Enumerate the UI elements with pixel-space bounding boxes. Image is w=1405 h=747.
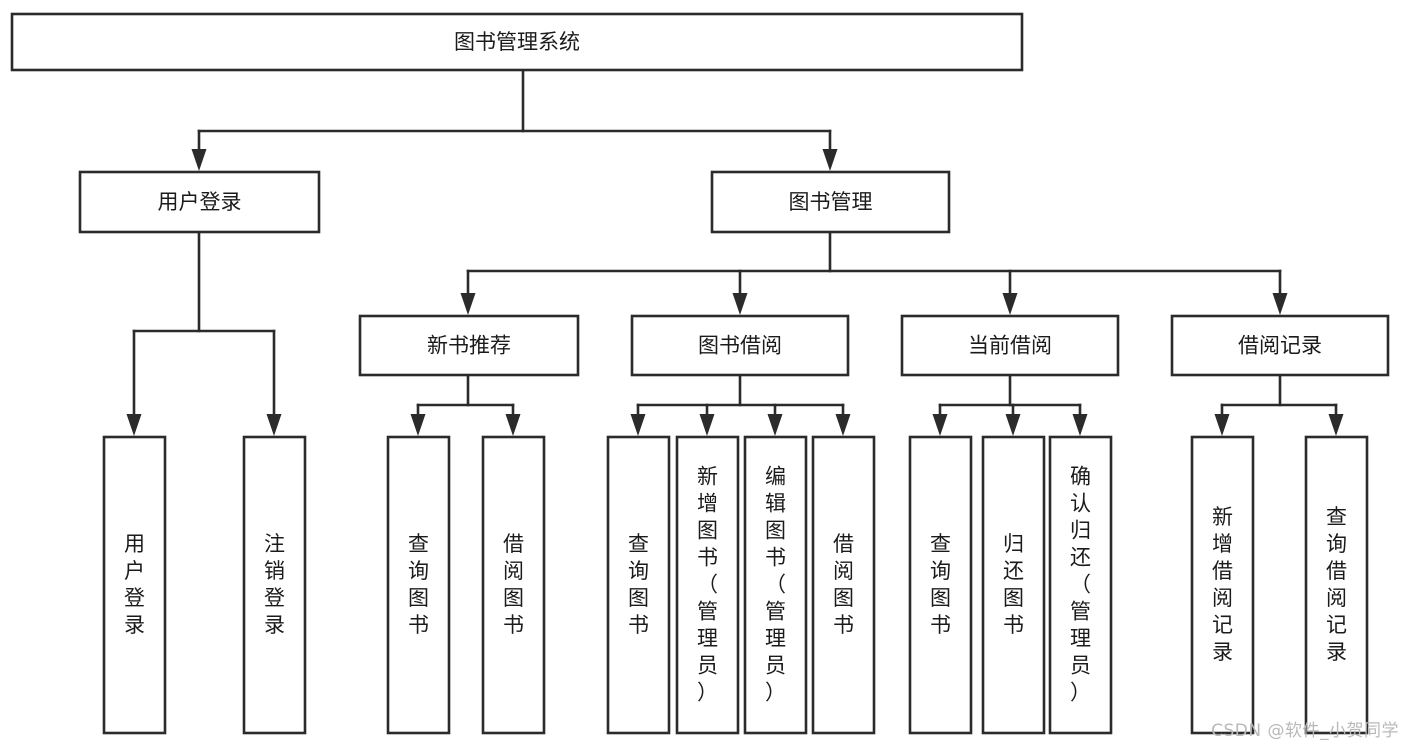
node-leaf-confirm-return-admin[interactable]: 确认归还（管理员） xyxy=(1048,435,1113,735)
node-box-leaf-logout-login[interactable] xyxy=(242,435,307,735)
arrow-head-icon xyxy=(822,149,838,171)
connector-layer xyxy=(126,68,1344,436)
arrow-head-icon xyxy=(630,414,646,436)
node-label-leaf-query-book-borrow: 查询图书 xyxy=(628,532,649,637)
node-box-current-borrow[interactable] xyxy=(900,314,1120,377)
node-box-book-borrow[interactable] xyxy=(630,314,850,377)
node-label-book-management: 图书管理 xyxy=(789,190,873,214)
connector-book-borrow-to-leaves xyxy=(630,373,851,436)
node-label-new-book-recommend: 新书推荐 xyxy=(427,334,511,358)
node-leaf-add-book-admin[interactable]: 新增图书（管理员） xyxy=(675,435,740,735)
node-user-login[interactable]: 用户登录 xyxy=(78,170,321,234)
node-label-book-borrow: 图书借阅 xyxy=(698,334,782,358)
node-label-leaf-query-borrow-record: 查询借阅记录 xyxy=(1326,505,1347,664)
node-label-leaf-add-book-admin: 新增图书（管理员） xyxy=(697,465,718,705)
connector-borrow-record-to-leaves xyxy=(1214,373,1344,436)
arrow-head-icon xyxy=(699,414,715,436)
arrow-head-icon xyxy=(191,149,207,171)
node-label-leaf-user-login: 用户登录 xyxy=(124,532,145,637)
node-leaf-add-borrow-record[interactable]: 新增借阅记录 xyxy=(1190,435,1255,735)
arrow-head-icon xyxy=(126,414,142,436)
node-book-management[interactable]: 图书管理 xyxy=(710,170,951,234)
node-box-leaf-query-book-current[interactable] xyxy=(908,435,973,735)
node-box-leaf-user-login[interactable] xyxy=(102,435,167,735)
arrow-head-icon xyxy=(767,414,783,436)
node-borrow-record[interactable]: 借阅记录 xyxy=(1170,314,1390,377)
node-leaf-return-book[interactable]: 归还图书 xyxy=(981,435,1046,735)
node-box-new-book-recommend[interactable] xyxy=(358,314,580,377)
csdn-watermark: CSDN @软件_小贺同学 xyxy=(1211,721,1399,741)
node-box-leaf-add-borrow-record[interactable] xyxy=(1190,435,1255,735)
node-new-book-recommend[interactable]: 新书推荐 xyxy=(358,314,580,377)
connector-new-book-recommend-to-leaves xyxy=(410,373,521,436)
node-current-borrow[interactable]: 当前借阅 xyxy=(900,314,1120,377)
node-box-root[interactable] xyxy=(10,12,1024,72)
node-box-leaf-return-book[interactable] xyxy=(981,435,1046,735)
node-leaf-query-book-rec[interactable]: 查询图书 xyxy=(386,435,451,735)
node-root[interactable]: 图书管理系统 xyxy=(10,12,1024,72)
node-box-leaf-add-book-admin[interactable] xyxy=(675,435,740,735)
connector-root-to-level1 xyxy=(191,68,838,171)
node-label-leaf-query-book-current: 查询图书 xyxy=(930,532,951,637)
node-label-leaf-add-borrow-record: 新增借阅记录 xyxy=(1212,505,1233,664)
node-box-book-management[interactable] xyxy=(710,170,951,234)
node-leaf-edit-book-admin[interactable]: 编辑图书（管理员） xyxy=(743,435,808,735)
arrow-head-icon xyxy=(505,414,521,436)
arrow-head-icon xyxy=(1005,414,1021,436)
arrow-head-icon xyxy=(460,293,476,315)
arrow-head-icon xyxy=(1272,293,1288,315)
arrow-head-icon xyxy=(932,414,948,436)
node-label-leaf-borrow-book-rec: 借阅图书 xyxy=(503,532,524,637)
node-layer: 图书管理系统用户登录图书管理新书推荐图书借阅当前借阅借阅记录用户登录注销登录查询… xyxy=(10,12,1390,735)
node-label-leaf-return-book: 归还图书 xyxy=(1003,532,1024,637)
arrow-head-icon xyxy=(410,414,426,436)
connector-user-login-to-leaves xyxy=(126,230,282,436)
node-box-user-login[interactable] xyxy=(78,170,321,234)
node-box-borrow-record[interactable] xyxy=(1170,314,1390,377)
node-box-leaf-query-book-rec[interactable] xyxy=(386,435,451,735)
node-box-leaf-query-borrow-record[interactable] xyxy=(1304,435,1369,735)
node-label-borrow-record: 借阅记录 xyxy=(1238,334,1322,358)
connector-book-management-to-level2 xyxy=(460,230,1288,315)
arrow-head-icon xyxy=(1328,414,1344,436)
node-label-leaf-logout-login: 注销登录 xyxy=(264,532,285,637)
node-box-leaf-query-book-borrow[interactable] xyxy=(606,435,671,735)
arrow-head-icon xyxy=(732,293,748,315)
node-label-leaf-edit-book-admin: 编辑图书（管理员） xyxy=(765,465,786,705)
arrow-head-icon xyxy=(266,414,282,436)
node-leaf-query-book-current[interactable]: 查询图书 xyxy=(908,435,973,735)
node-label-current-borrow: 当前借阅 xyxy=(968,334,1052,358)
arrow-head-icon xyxy=(835,414,851,436)
node-label-leaf-query-book-rec: 查询图书 xyxy=(408,532,429,637)
node-leaf-query-book-borrow[interactable]: 查询图书 xyxy=(606,435,671,735)
node-leaf-logout-login[interactable]: 注销登录 xyxy=(242,435,307,735)
node-label-user-login: 用户登录 xyxy=(158,190,242,214)
node-leaf-borrow-book[interactable]: 借阅图书 xyxy=(811,435,876,735)
node-label-leaf-confirm-return-admin: 确认归还（管理员） xyxy=(1070,465,1091,705)
arrow-head-icon xyxy=(1072,414,1088,436)
arrow-head-icon xyxy=(1002,293,1018,315)
node-box-leaf-confirm-return-admin[interactable] xyxy=(1048,435,1113,735)
node-box-leaf-edit-book-admin[interactable] xyxy=(743,435,808,735)
node-book-borrow[interactable]: 图书借阅 xyxy=(630,314,850,377)
arrow-head-icon xyxy=(1214,414,1230,436)
connector-current-borrow-to-leaves xyxy=(932,373,1088,436)
node-box-leaf-borrow-book[interactable] xyxy=(811,435,876,735)
node-label-leaf-borrow-book: 借阅图书 xyxy=(833,532,854,637)
node-leaf-query-borrow-record[interactable]: 查询借阅记录 xyxy=(1304,435,1369,735)
node-box-leaf-borrow-book-rec[interactable] xyxy=(481,435,546,735)
node-label-root: 图书管理系统 xyxy=(454,30,580,54)
node-leaf-user-login[interactable]: 用户登录 xyxy=(102,435,167,735)
node-leaf-borrow-book-rec[interactable]: 借阅图书 xyxy=(481,435,546,735)
